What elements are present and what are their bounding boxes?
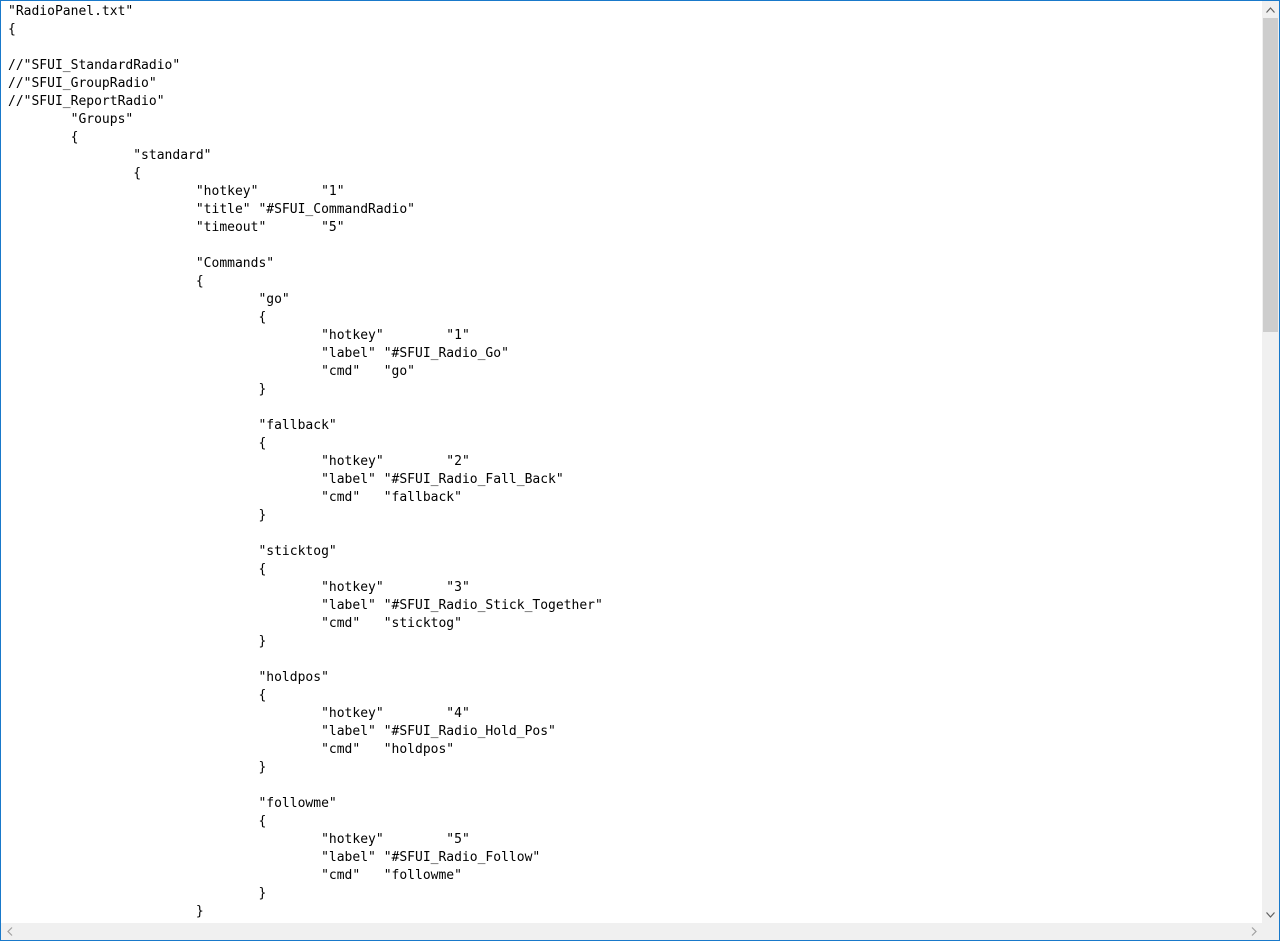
text-line: //"SFUI_ReportRadio" bbox=[8, 94, 165, 109]
text-line: "cmd" "sticktog" bbox=[8, 616, 462, 631]
text-line: "standard" bbox=[8, 148, 212, 163]
text-line: { bbox=[8, 814, 267, 829]
text-line: "cmd" "go" bbox=[8, 364, 415, 379]
text-line: "go" bbox=[8, 292, 290, 307]
text-line: } bbox=[8, 886, 267, 901]
vertical-scroll-thumb[interactable] bbox=[1263, 18, 1278, 332]
text-line: "followme" bbox=[8, 796, 337, 811]
scrollbar-corner bbox=[1262, 923, 1279, 940]
text-line: } bbox=[8, 382, 267, 397]
text-line: "label" "#SFUI_Radio_Go" bbox=[8, 346, 509, 361]
text-line: "hotkey" "1" bbox=[8, 184, 345, 199]
scroll-down-icon[interactable] bbox=[1262, 906, 1279, 923]
text-line: "fallback" bbox=[8, 418, 337, 433]
text-line bbox=[8, 777, 603, 795]
text-line: "label" "#SFUI_Radio_Hold_Pos" bbox=[8, 724, 556, 739]
vertical-scrollbar[interactable] bbox=[1262, 1, 1279, 923]
text-line: { bbox=[8, 688, 267, 703]
text-line: { bbox=[8, 562, 267, 577]
text-line: "cmd" "followme" bbox=[8, 868, 462, 883]
text-line: "timeout" "5" bbox=[8, 220, 345, 235]
text-line: //"SFUI_GroupRadio" bbox=[8, 76, 157, 91]
text-line: { bbox=[8, 166, 142, 181]
text-line: { bbox=[8, 22, 16, 37]
text-line bbox=[8, 39, 603, 57]
text-line: } bbox=[8, 904, 204, 919]
text-line: "sticktog" bbox=[8, 544, 337, 559]
scroll-left-icon[interactable] bbox=[1, 923, 18, 940]
text-line: "label" "#SFUI_Radio_Follow" bbox=[8, 850, 541, 865]
text-line: "label" "#SFUI_Radio_Stick_Together" bbox=[8, 598, 603, 613]
text-line: } bbox=[8, 508, 267, 523]
text-line: } bbox=[8, 634, 267, 649]
file-content[interactable]: "RadioPanel.txt" { //"SFUI_StandardRadio" /… bbox=[8, 3, 603, 921]
editor-text-area[interactable]: "RadioPanel.txt" { //"SFUI_StandardRadio" /… bbox=[1, 1, 1262, 923]
text-line bbox=[8, 651, 603, 669]
text-line: } bbox=[8, 760, 267, 775]
text-line: "hotkey" "2" bbox=[8, 454, 470, 469]
text-line: "cmd" "holdpos" bbox=[8, 742, 455, 757]
horizontal-scrollbar[interactable] bbox=[1, 923, 1262, 940]
text-line bbox=[8, 525, 603, 543]
text-line: "Commands" bbox=[8, 256, 275, 271]
text-line: { bbox=[8, 436, 267, 451]
text-line: "hotkey" "5" bbox=[8, 832, 470, 847]
text-line: //"SFUI_StandardRadio" bbox=[8, 58, 181, 73]
text-line: "hotkey" "4" bbox=[8, 706, 470, 721]
text-line: "Groups" bbox=[8, 112, 134, 127]
text-line: "RadioPanel.txt" bbox=[8, 4, 134, 19]
text-line: "holdpos" bbox=[8, 670, 329, 685]
text-line bbox=[8, 399, 603, 417]
text-line: "label" "#SFUI_Radio_Fall_Back" bbox=[8, 472, 564, 487]
text-line: { bbox=[8, 310, 267, 325]
text-line: "hotkey" "1" bbox=[8, 328, 470, 343]
text-line: "hotkey" "3" bbox=[8, 580, 470, 595]
scroll-right-icon[interactable] bbox=[1245, 923, 1262, 940]
text-line: { bbox=[8, 274, 204, 289]
text-line: "cmd" "fallback" bbox=[8, 490, 462, 505]
text-line: "title" "#SFUI_CommandRadio" bbox=[8, 202, 415, 217]
scroll-up-icon[interactable] bbox=[1262, 1, 1279, 18]
text-line bbox=[8, 237, 603, 255]
text-line: { bbox=[8, 130, 79, 145]
